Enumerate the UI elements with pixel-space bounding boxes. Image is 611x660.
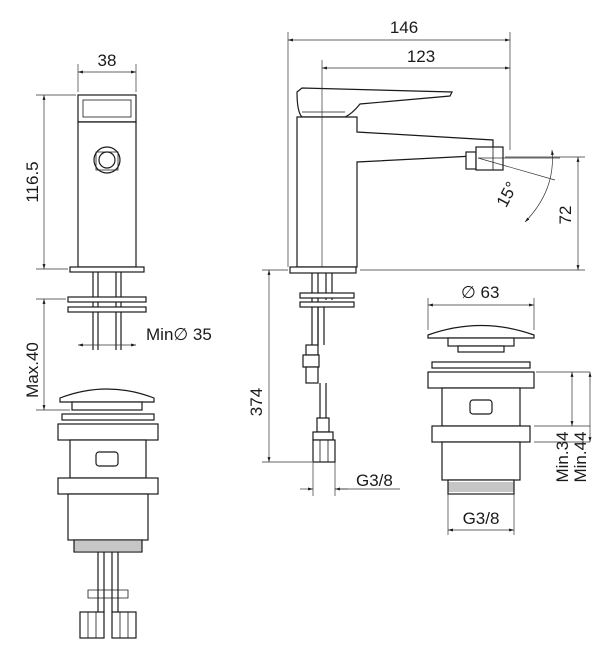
- dim-waste-min34: Min.34: [553, 431, 572, 482]
- dim-waste-min44: Min.44: [571, 431, 590, 482]
- waste-thread-lines: [448, 482, 514, 492]
- front-dimension-lines: [262, 32, 585, 496]
- front-view-faucet: [289, 87, 504, 463]
- dim-angle: 15°: [493, 179, 522, 211]
- dim-min-hole: Min∅ 35: [146, 325, 212, 344]
- dim-hose-thread: G3/8: [356, 471, 393, 490]
- dim-waste-diameter: ∅ 63: [461, 283, 499, 302]
- dim-spout-height: 72: [556, 206, 575, 225]
- dim-hose-length: 374: [247, 388, 266, 416]
- dim-side-height: 116.5: [23, 161, 42, 202]
- side-view-faucet: [57, 94, 159, 639]
- dim-max-deck: Max.40: [23, 342, 42, 398]
- dim-side-width: 38: [98, 51, 117, 70]
- waste-dimension-lines: [427, 298, 592, 535]
- dim-front-length: 146: [390, 18, 418, 37]
- dim-spout-length: 123: [407, 47, 435, 66]
- side-dimension-lines: [36, 64, 137, 411]
- dim-waste-thread: G3/8: [463, 509, 500, 528]
- pop-up-waste: [427, 324, 535, 495]
- side-thread-lines: [74, 541, 142, 551]
